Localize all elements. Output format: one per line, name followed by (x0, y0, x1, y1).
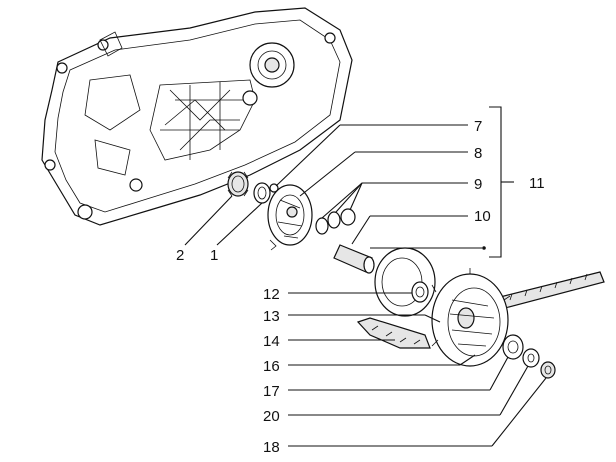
crankcase-housing (41, 7, 353, 226)
label-10: 10 (474, 208, 491, 225)
label-9: 9 (474, 176, 482, 193)
part-1-bushing (253, 182, 271, 204)
part-17-clip (502, 334, 524, 360)
part-2-gear (227, 171, 249, 197)
label-18: 18 (263, 439, 280, 456)
label-11: 11 (529, 175, 545, 192)
callout-labels: 2 1 7 8 9 10 11 12 13 14 16 17 20 18 (176, 118, 545, 456)
part-9-rollers (315, 208, 356, 235)
part-12-washer (411, 281, 429, 303)
driven-pulley (431, 268, 511, 367)
label-8: 8 (474, 145, 482, 162)
label-2: 2 (176, 247, 184, 264)
part-18-nut (540, 361, 556, 379)
label-14: 14 (263, 333, 280, 350)
leader-lines (184, 106, 547, 447)
part-20-washer (522, 348, 540, 368)
pulley-fixed-half (374, 247, 436, 317)
label-20: 20 (263, 408, 280, 425)
label-12: 12 (263, 286, 280, 303)
label-1: 1 (210, 247, 218, 264)
housing-ribs (149, 79, 256, 161)
drive-pulley-half (267, 183, 313, 251)
label-13: 13 (263, 308, 280, 325)
part-10-sleeve (333, 244, 375, 274)
label-16: 16 (263, 358, 280, 375)
label-17: 17 (263, 383, 280, 400)
label-7: 7 (474, 118, 482, 135)
